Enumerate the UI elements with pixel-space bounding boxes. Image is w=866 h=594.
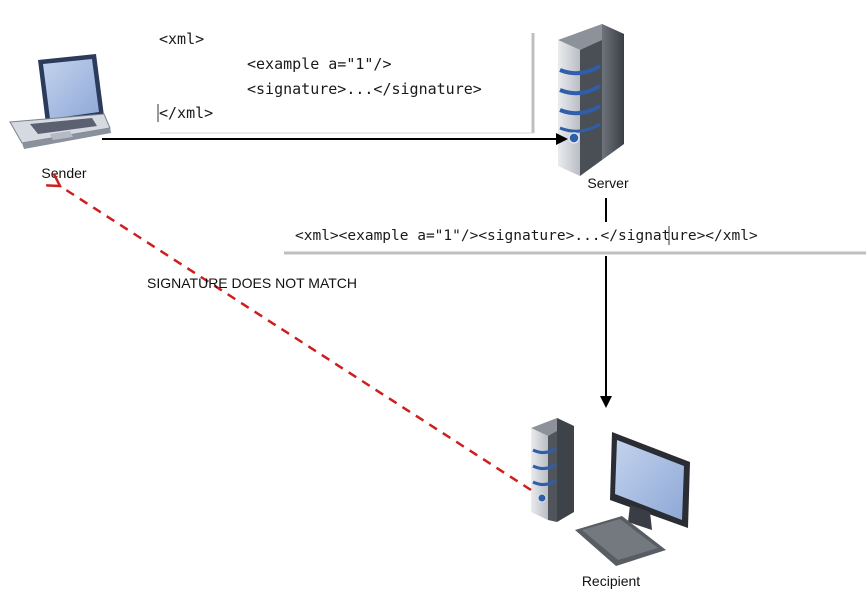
sender-label: Sender [41, 165, 86, 181]
signed-xml-line-signature: <signature>...</signature> [247, 80, 482, 98]
desktop-computer-icon [531, 418, 690, 566]
forwarded-xml-text: <xml><example a="1"/><signature>...</sig… [295, 228, 758, 244]
recipient-label: Recipient [582, 573, 640, 589]
signed-xml-line-close: </xml> [159, 104, 213, 122]
server-label: Server [587, 175, 629, 191]
signed-xml-line-open: <xml> [159, 30, 204, 48]
laptop-icon [9, 54, 111, 149]
signed-xml-block: <xml> <example a="1"/> <signature>...</s… [157, 30, 535, 134]
signed-xml-line-example: <example a="1"/> [247, 55, 392, 73]
signature-mismatch-label: SIGNATURE DOES NOT MATCH [147, 275, 357, 291]
server-tower-icon [558, 24, 624, 176]
signature-mismatch-arrow [60, 186, 532, 492]
